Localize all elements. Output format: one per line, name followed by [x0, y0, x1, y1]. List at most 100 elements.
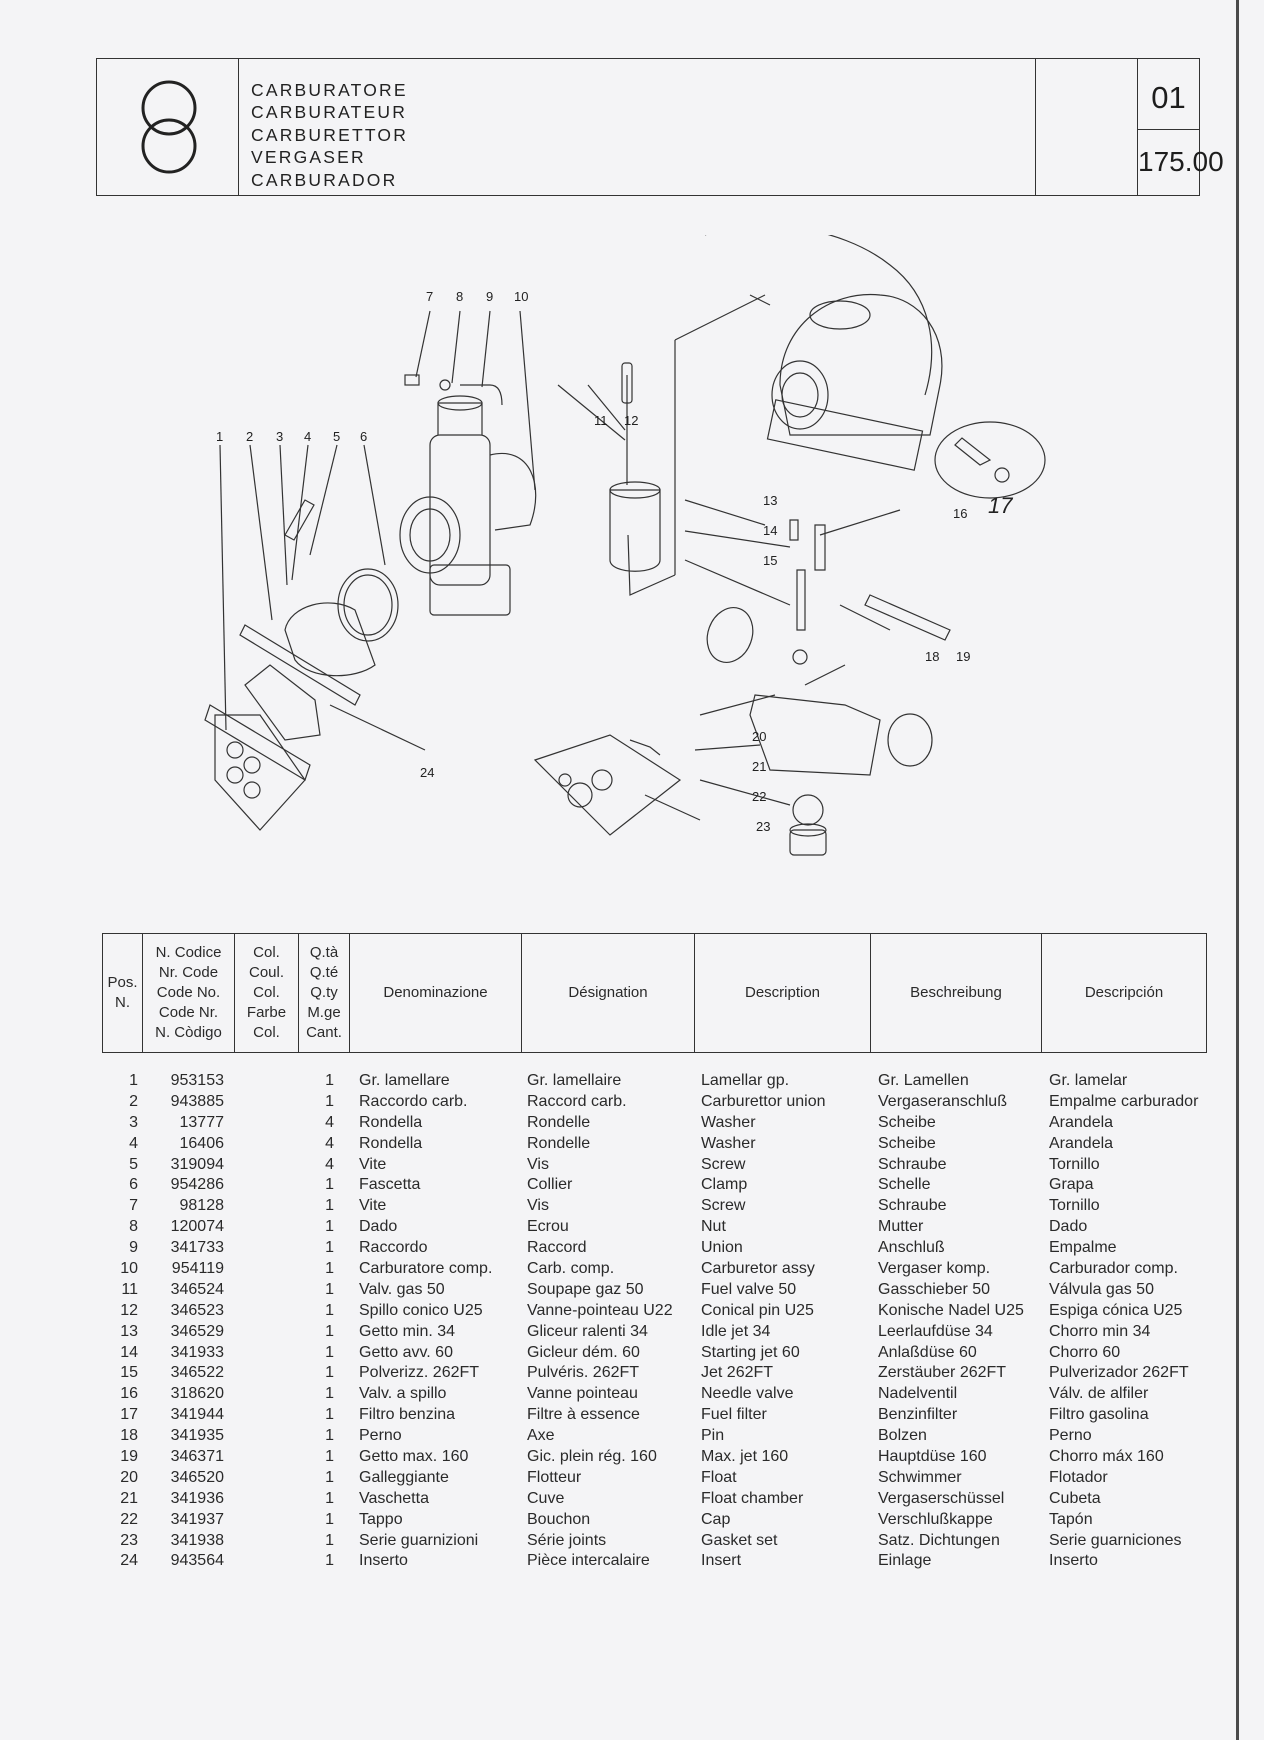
- handwritten-callout-17: 17: [988, 493, 1013, 518]
- cell-code: 346522: [170, 1364, 224, 1382]
- cell-code: 943885: [170, 1092, 224, 1110]
- cell-it: Rondella: [359, 1113, 423, 1131]
- cell-en: Washer: [701, 1113, 756, 1131]
- cell-es: Válv. de alfiler: [1049, 1385, 1149, 1403]
- header-en: Description: [695, 934, 871, 1052]
- cell-de: Einlage: [878, 1552, 932, 1570]
- cell-it: Vaschetta: [359, 1489, 429, 1507]
- cell-it: Getto avv. 60: [359, 1343, 453, 1361]
- cell-fr: Vis: [527, 1197, 549, 1215]
- cell-qty: 1: [325, 1072, 334, 1089]
- cell-en: Max. jet 160: [701, 1448, 789, 1466]
- cell-fr: Filtre à essence: [527, 1406, 640, 1424]
- cell-de: Gasschieber 50: [878, 1280, 991, 1298]
- cell-fr: Rondelle: [527, 1113, 591, 1131]
- cell-es: Empalme: [1049, 1239, 1117, 1257]
- cell-fr: Gic. plein rég. 160: [527, 1448, 657, 1466]
- cell-fr: Gliceur ralenti 34: [527, 1322, 648, 1340]
- cell-qty: 4: [325, 1155, 334, 1173]
- cell-fr: Gr. lamellaire: [527, 1072, 622, 1089]
- cell-fr: Raccord carb.: [527, 1092, 627, 1110]
- cell-it: Filtro benzina: [359, 1406, 456, 1424]
- cell-de: Schraube: [878, 1155, 947, 1173]
- cell-it: Rondella: [359, 1134, 423, 1152]
- cell-qty: 1: [325, 1427, 334, 1445]
- cell-code: 346523: [170, 1301, 224, 1319]
- exploded-diagram: 1 2 3 4 5 6 7 8 9 10 11 12 13 14 15 16 1…: [190, 235, 1070, 875]
- cell-it: Polverizz. 262FT: [359, 1364, 480, 1382]
- cell-pos: 21: [120, 1489, 138, 1507]
- cell-it: Getto min. 34: [359, 1322, 456, 1340]
- cell-fr: Carb. comp.: [527, 1260, 615, 1278]
- cell-code: 341936: [170, 1489, 224, 1507]
- cell-fr: Rondelle: [527, 1134, 591, 1152]
- callout-7: 7: [426, 289, 433, 304]
- cell-pos: 12: [120, 1301, 138, 1319]
- cell-de: Bolzen: [878, 1427, 927, 1445]
- cell-it: Carburatore comp.: [359, 1260, 493, 1278]
- header-it: Denominazione: [350, 934, 522, 1052]
- callout-23: 23: [756, 819, 770, 834]
- header-code-line: N. Codice: [155, 944, 222, 961]
- cell-de: Zerstäuber 262FT: [878, 1364, 1007, 1382]
- cell-es: Perno: [1049, 1427, 1092, 1445]
- cell-pos: 2: [129, 1092, 138, 1110]
- group-code: 175.00: [1138, 146, 1224, 177]
- cell-fr: Ecrou: [527, 1218, 569, 1236]
- cell-en: Screw: [701, 1155, 746, 1173]
- callout-3: 3: [276, 429, 283, 444]
- header-pos: Pos. N.: [103, 934, 143, 1052]
- cell-pos: 1: [129, 1072, 138, 1089]
- cell-pos: 5: [129, 1155, 138, 1173]
- cell-it: Valv. a spillo: [359, 1385, 447, 1403]
- cell-pos: 10: [120, 1260, 138, 1278]
- parts-table-header: Pos. N. N. Codice Nr. Code Code No. Code…: [102, 933, 1207, 1053]
- callout-16: 16: [953, 506, 967, 521]
- cell-es: Tapón: [1049, 1510, 1093, 1528]
- cell-code: 341944: [170, 1406, 224, 1424]
- cell-code: 341935: [170, 1427, 224, 1445]
- cell-es: Carburador comp.: [1049, 1260, 1178, 1278]
- cell-qty: 1: [325, 1176, 334, 1194]
- cell-en: Nut: [701, 1218, 726, 1236]
- cell-es: Chorro 60: [1049, 1343, 1121, 1361]
- cell-code: 954286: [170, 1176, 224, 1194]
- cell-de: Leerlaufdüse 34: [878, 1322, 993, 1340]
- cell-en: Union: [701, 1239, 743, 1257]
- callout-12: 12: [624, 413, 638, 428]
- cell-de: Konische Nadel U25: [878, 1301, 1024, 1319]
- cell-en: Carburettor union: [701, 1092, 826, 1110]
- cell-fr: Série joints: [527, 1531, 607, 1549]
- cell-code: 319094: [170, 1155, 224, 1173]
- cell-fr: Flotteur: [527, 1468, 582, 1486]
- header-qty-line: M.ge: [307, 1004, 341, 1021]
- cell-pos: 4: [129, 1134, 138, 1152]
- cell-qty: 1: [325, 1406, 334, 1424]
- cell-qty: 1: [325, 1260, 334, 1278]
- cell-es: Arandela: [1049, 1134, 1114, 1152]
- cell-pos: 13: [120, 1322, 138, 1340]
- cell-it: Fascetta: [359, 1176, 421, 1194]
- cell-de: Anschluß: [878, 1239, 945, 1257]
- header-qty-line: Q.ty: [310, 984, 338, 1001]
- header-code-line: Code No.: [156, 984, 221, 1001]
- cell-de: Vergaserschüssel: [878, 1489, 1005, 1507]
- cell-de: Schraube: [878, 1197, 947, 1215]
- cell-es: Grapa: [1049, 1176, 1094, 1194]
- cell-fr: Gicleur dém. 60: [527, 1343, 640, 1361]
- brand-logo-icon: [141, 80, 197, 174]
- cell-qty: 1: [325, 1301, 334, 1319]
- cell-qty: 1: [325, 1218, 334, 1236]
- cell-es: Serie guarniciones: [1049, 1531, 1182, 1549]
